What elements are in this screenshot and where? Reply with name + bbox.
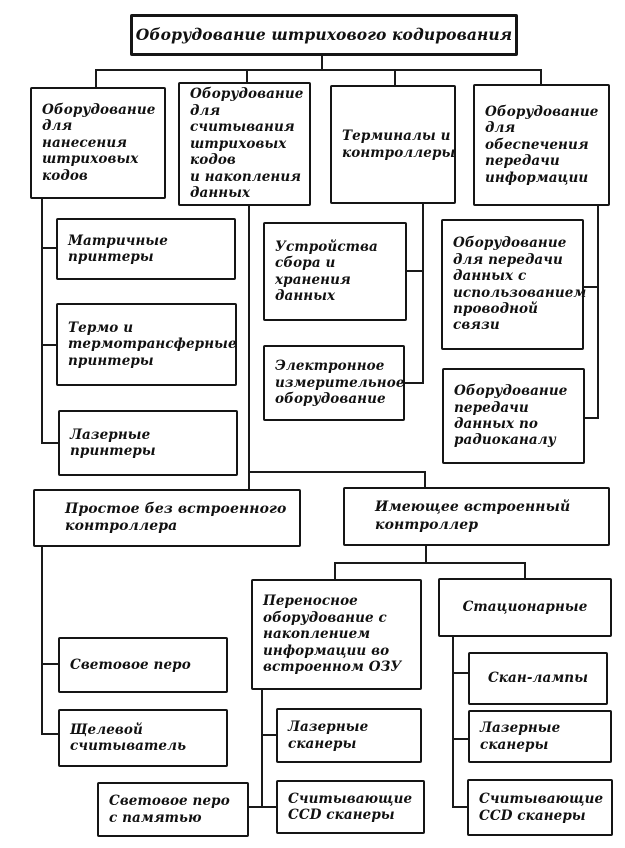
node-ccd-scanners-stationary: Считывающие CCD сканеры bbox=[467, 779, 613, 836]
connector-drop-transmission bbox=[540, 69, 542, 84]
node-root: Оборудование штрихового кодирования bbox=[130, 14, 518, 56]
node-built-in-controller-label: Имеющее встроенный контроллер bbox=[375, 499, 571, 533]
node-scan-lamps: Скан-лампы bbox=[468, 652, 608, 705]
connector-reading-trunk bbox=[248, 206, 250, 490]
connector-stub-laser-portable bbox=[261, 734, 278, 736]
node-radio-transmission: Оборудование передачи данных по радиокан… bbox=[442, 368, 585, 464]
node-laser-scanners-stationary: Лазерные сканеры bbox=[468, 710, 612, 763]
node-thermal-printers-label: Термо и термотрансферные принтеры bbox=[68, 319, 237, 369]
node-light-pen-memory-label: Световое перо с памятью bbox=[109, 793, 230, 826]
node-reading-equipment: Оборудование для считывания штриховых ко… bbox=[178, 82, 311, 206]
node-built-in-controller: Имеющее встроенный контроллер bbox=[343, 487, 610, 546]
node-electronic-measuring-label: Электронное измерительное оборудование bbox=[275, 358, 405, 408]
connector-stub-data-collection bbox=[405, 270, 423, 272]
node-matrix-printers: Матричные принтеры bbox=[56, 218, 236, 280]
connector-drop-printing bbox=[95, 69, 97, 87]
connector-stub-wired bbox=[582, 286, 598, 288]
node-slot-reader: Щелевой считыватель bbox=[58, 709, 228, 767]
node-electronic-measuring: Электронное измерительное оборудование bbox=[263, 345, 405, 421]
connector-drop-portable bbox=[334, 562, 336, 579]
connector-drop-reading bbox=[246, 69, 248, 82]
connector-stationary-trunk bbox=[452, 637, 454, 808]
connector-built-in-down bbox=[425, 546, 427, 564]
node-laser-scanners-portable: Лазерные сканеры bbox=[276, 708, 422, 763]
node-printing-equipment-label: Оборудование для нанесения штриховых код… bbox=[42, 101, 156, 184]
node-wired-transmission-label: Оборудование для передачи данных с испол… bbox=[453, 235, 587, 334]
connector-stub-matrix bbox=[41, 247, 58, 249]
connector-terminals-trunk bbox=[422, 204, 424, 384]
connector-stub-thermal bbox=[41, 344, 58, 346]
connector-stub-laser-stationary bbox=[452, 738, 470, 740]
node-stationary: Стационарные bbox=[438, 578, 612, 637]
connector-built-in-rail bbox=[334, 562, 526, 564]
node-simple-no-controller: Простое без встроенного контроллера bbox=[33, 489, 301, 547]
node-reading-equipment-label: Оборудование для считывания штриховых ко… bbox=[190, 86, 304, 202]
node-stationary-label: Стационарные bbox=[462, 599, 588, 616]
connector-top-rail bbox=[95, 69, 542, 71]
connector-stub-scan-lamps bbox=[452, 672, 470, 674]
node-root-label: Оборудование штрихового кодирования bbox=[135, 24, 513, 44]
node-data-collection-devices-label: Устройства сбора и хранения данных bbox=[275, 238, 378, 304]
node-laser-scanners-stationary-label: Лазерные сканеры bbox=[480, 720, 561, 753]
connector-printing-trunk bbox=[41, 199, 43, 444]
node-scan-lamps-label: Скан-лампы bbox=[487, 670, 589, 687]
node-slot-reader-label: Щелевой считыватель bbox=[70, 721, 187, 754]
node-light-pen: Световое перо bbox=[58, 637, 228, 693]
node-terminals-controllers-label: Терминалы и контроллеры bbox=[342, 128, 456, 161]
node-ccd-scanners-portable-label: Считывающие CCD сканеры bbox=[288, 790, 413, 823]
node-ccd-scanners-portable: Считывающие CCD сканеры bbox=[276, 780, 425, 834]
connector-root-down bbox=[321, 56, 323, 71]
connector-drop-terminals bbox=[394, 69, 396, 85]
connector-transmission-trunk bbox=[597, 206, 599, 419]
connector-stub-slot-reader bbox=[41, 733, 60, 735]
node-thermal-printers: Термо и термотрансферные принтеры bbox=[56, 303, 237, 386]
connector-controller-rail bbox=[248, 471, 426, 473]
node-simple-no-controller-label: Простое без встроенного контроллера bbox=[65, 500, 287, 534]
node-radio-transmission-label: Оборудование передачи данных по радиокан… bbox=[454, 383, 568, 449]
connector-stub-radio bbox=[583, 417, 598, 419]
node-light-pen-memory: Световое перо с памятью bbox=[97, 782, 249, 837]
connector-portable-trunk bbox=[261, 690, 263, 808]
connector-stub-electronic bbox=[403, 382, 423, 384]
connector-stub-laser-printers bbox=[41, 442, 60, 444]
connector-drop-stationary bbox=[524, 562, 526, 578]
connector-stub-light-pen bbox=[41, 663, 60, 665]
node-portable-ram-equipment: Переносное оборудование с накоплением ин… bbox=[251, 579, 422, 690]
connector-stub-ccd-stationary bbox=[452, 806, 469, 808]
node-wired-transmission: Оборудование для передачи данных с испол… bbox=[441, 219, 587, 350]
node-terminals-controllers: Терминалы и контроллеры bbox=[330, 85, 456, 204]
node-transmission-equipment: Оборудование для обеспечения передачи ин… bbox=[473, 84, 610, 206]
node-portable-ram-equipment-label: Переносное оборудование с накоплением ин… bbox=[263, 593, 402, 676]
node-ccd-scanners-stationary-label: Считывающие CCD сканеры bbox=[479, 791, 604, 824]
node-light-pen-label: Световое перо bbox=[70, 656, 191, 673]
connector-drop-built-in bbox=[424, 471, 426, 488]
node-laser-scanners-portable-label: Лазерные сканеры bbox=[288, 719, 369, 752]
connector-stub-ccd-portable-lightpen bbox=[249, 806, 278, 808]
connector-simple-trunk bbox=[41, 547, 43, 735]
node-transmission-equipment-label: Оборудование для обеспечения передачи ин… bbox=[485, 103, 599, 186]
node-laser-printers-label: Лазерные принтеры bbox=[70, 426, 156, 459]
node-matrix-printers-label: Матричные принтеры bbox=[68, 232, 168, 265]
node-printing-equipment: Оборудование для нанесения штриховых код… bbox=[30, 87, 166, 199]
node-laser-printers: Лазерные принтеры bbox=[58, 410, 238, 476]
node-data-collection-devices: Устройства сбора и хранения данных bbox=[263, 222, 407, 321]
